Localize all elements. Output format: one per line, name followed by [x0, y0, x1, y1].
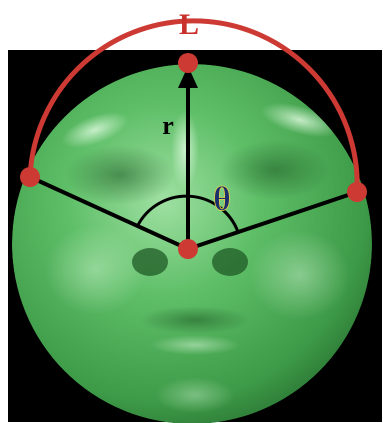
angle-label-theta: θ: [213, 181, 231, 218]
arc-left-point: [20, 167, 40, 187]
arc-right-point: [347, 182, 367, 202]
center-point: [178, 239, 198, 259]
arc-label-L: L: [179, 8, 199, 41]
radius-label-r: r: [162, 111, 174, 140]
arc-top-point: [178, 53, 198, 73]
